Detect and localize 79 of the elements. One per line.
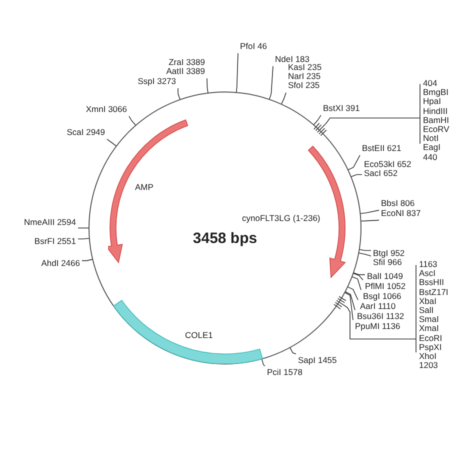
restriction-site-label: BtgI 952: [373, 249, 405, 258]
restriction-site-label: PspXI: [419, 342, 443, 352]
restriction-site-label: XhoI: [419, 352, 436, 362]
position-number: 440: [423, 152, 438, 162]
restriction-site-label: XmaI: [419, 324, 440, 334]
leader-line: [178, 88, 180, 100]
restriction-site-label: BssHII: [419, 278, 446, 288]
restriction-site-label: NotI: [423, 134, 440, 144]
leader-line: [106, 138, 117, 147]
leader-line: [206, 78, 208, 94]
leader-line: [236, 52, 238, 93]
restriction-site-label: SapI 1455: [298, 356, 337, 366]
leader-line: [348, 154, 360, 170]
restriction-site-label: EcoRI: [419, 334, 444, 343]
restriction-site-label: SacI 652: [364, 169, 399, 178]
restriction-site-label: SalI: [419, 306, 435, 316]
restriction-site-label: HindIII: [423, 106, 449, 116]
restriction-site-label: SfoI 235: [288, 81, 321, 91]
restriction-site-label: EcoRV: [423, 125, 450, 134]
position-number: 1163: [419, 260, 438, 270]
restriction-site-label: EcoNI 837: [381, 209, 421, 218]
restriction-site-label: BstZ17I: [419, 288, 448, 297]
leader-line: [350, 174, 362, 178]
restriction-site-label: NdeI 183: [275, 55, 310, 64]
leader-line: [352, 273, 364, 280]
restriction-site-label: BsgI 1066: [363, 292, 402, 302]
leader-line: [334, 264, 416, 353]
leader-line: [358, 252, 372, 256]
leader-line: [290, 347, 296, 354]
leader-line: [352, 276, 362, 290]
restriction-site-label: EagI: [423, 143, 442, 153]
restriction-site-label: BbsI 806: [381, 199, 415, 208]
restriction-site-label: SspI 3273: [138, 77, 176, 86]
restriction-site-label: SfiI 966: [373, 258, 402, 268]
leader-line: [344, 292, 354, 320]
leader-line: [313, 114, 322, 126]
restriction-site-label: XmnI 3066: [86, 105, 127, 114]
leader-line: [360, 220, 380, 222]
restriction-site-label: XbaI: [419, 296, 438, 306]
leader-line: [82, 258, 93, 262]
leader-line: [344, 291, 356, 310]
restriction-site-label: BstEII 621: [362, 144, 402, 154]
restriction-site-label: ScaI 2949: [66, 128, 105, 138]
leader-line: [360, 210, 380, 214]
restriction-site-label: Bsu36I 1132: [357, 312, 404, 322]
feature-label: AMP: [135, 182, 154, 192]
restriction-site-label: AscI: [419, 269, 437, 278]
leader-line: [128, 116, 136, 126]
feature-label: cynoFLT3LG (1-236): [242, 213, 320, 223]
leader-line: [314, 84, 420, 144]
restriction-site-label: AatII 3389: [166, 67, 205, 76]
restriction-site-label: Eco53kI 652: [364, 160, 412, 170]
restriction-site-label: PciI 1578: [267, 368, 302, 378]
restriction-site-label: HpaI: [423, 97, 441, 107]
leader-line: [78, 238, 90, 240]
restriction-site-label: BamHI: [423, 116, 450, 126]
restriction-site-label: KasI 235: [288, 63, 322, 72]
restriction-site-label: NarI 235: [288, 72, 322, 82]
restriction-site-label: PflMI 1052: [365, 282, 406, 292]
plasmid-size-label: 3458 bps: [192, 230, 258, 247]
leader-line: [358, 249, 372, 251]
restriction-site-label: SmaI: [419, 315, 440, 324]
restriction-site-label: AarI 1110: [360, 302, 396, 312]
leader-line: [268, 66, 274, 100]
restriction-site-label: BalI 1049: [367, 272, 403, 282]
feature-label: COLE1: [185, 330, 213, 340]
position-number: 404: [423, 79, 438, 88]
leader-line: [353, 272, 366, 276]
restriction-site-label: NmeAIII 2594: [24, 218, 76, 228]
leader-line: [281, 92, 286, 105]
restriction-site-label: ZraI 3389: [168, 58, 205, 68]
restriction-site-label: PfoI 46: [240, 42, 267, 52]
restriction-site-label: BstXI 391: [323, 104, 360, 114]
restriction-site-label: AhdI 2466: [41, 259, 80, 268]
leader-line: [347, 286, 358, 300]
restriction-site-label: BsrFI 2551: [34, 237, 76, 246]
restriction-site-label: PpuMI 1136: [355, 322, 400, 332]
position-number: 1203: [419, 361, 439, 370]
restriction-site-label: BmgBI: [423, 88, 450, 98]
